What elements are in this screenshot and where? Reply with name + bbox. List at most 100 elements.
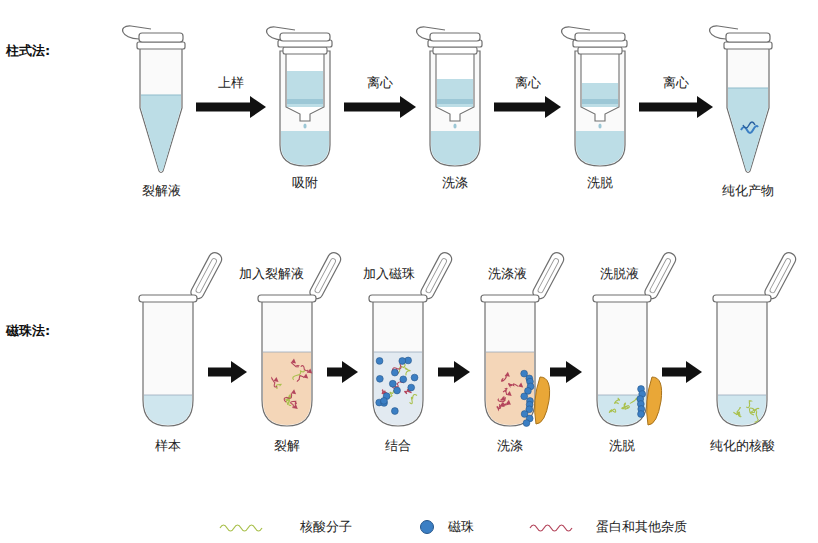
nucleic-strand — [624, 406, 629, 410]
column-rim — [578, 47, 622, 54]
liquid — [718, 395, 766, 425]
bead — [391, 408, 398, 415]
legend-wave — [220, 525, 262, 531]
nucleic-strand — [751, 408, 759, 412]
step-label: 裂解 — [274, 438, 300, 454]
magnet — [647, 377, 662, 425]
tube-rim — [139, 295, 197, 302]
lid-outer — [308, 251, 343, 301]
lid-inner — [769, 258, 791, 294]
tube-node: 洗涤 — [426, 33, 484, 167]
flow-through — [281, 131, 329, 165]
nucleic-strand — [614, 398, 619, 403]
impurity-head — [518, 382, 523, 387]
meniscus — [718, 395, 766, 396]
impurity-head — [506, 400, 511, 405]
drip — [598, 124, 601, 129]
tube-node: 洗涤液洗涤 — [480, 298, 540, 430]
meniscus — [144, 395, 192, 396]
tube-body — [430, 51, 480, 166]
meniscus — [728, 88, 768, 89]
arrow-shaft — [639, 103, 699, 112]
bead — [376, 375, 383, 382]
lid-outer — [643, 251, 678, 301]
tube-rim — [713, 295, 771, 302]
tube-cap — [430, 33, 480, 41]
tube-cap — [280, 33, 330, 41]
tube-body — [575, 51, 625, 166]
liquid — [374, 352, 422, 425]
process-arrow — [327, 361, 358, 383]
tube-body — [140, 48, 182, 173]
nucleic-strand — [733, 408, 740, 415]
arrow-shaft — [662, 368, 688, 377]
arrow-shaft — [327, 368, 344, 377]
step-reagent: 加入裂解液 — [239, 266, 304, 282]
step-label: 纯化产物 — [722, 183, 774, 199]
tube-node: 加入裂解液裂解 — [257, 298, 317, 430]
process-arrow — [639, 96, 713, 118]
liquid — [144, 395, 192, 425]
process-arrow — [662, 361, 702, 383]
liquid — [486, 352, 534, 425]
impurity-head — [291, 358, 296, 363]
arrow-head — [400, 96, 416, 118]
arrow-head — [545, 96, 561, 118]
impurity-head — [274, 377, 279, 382]
process-arrow — [438, 361, 470, 383]
arrow-shaft — [550, 368, 568, 377]
tube-rim — [724, 42, 772, 49]
tube-rim — [481, 295, 539, 302]
impurity-head — [291, 389, 296, 394]
tube-body — [727, 48, 769, 173]
impurity-head — [501, 396, 506, 401]
process-arrow — [196, 96, 266, 118]
meniscus — [141, 95, 181, 96]
impurity-strand — [497, 404, 500, 409]
magnet — [535, 377, 550, 424]
arrow-head — [697, 96, 713, 118]
bead — [394, 387, 401, 394]
impurity-strand — [509, 384, 519, 387]
impurity-strand — [301, 366, 308, 373]
bead — [400, 376, 407, 383]
tube-body — [717, 300, 767, 426]
step-label: 洗涤 — [497, 438, 523, 454]
tube-node: 吸附 — [276, 33, 334, 167]
liquid — [263, 352, 311, 425]
nucleic-strand — [755, 411, 759, 423]
nucleic-strand — [293, 370, 305, 380]
legend-wave — [530, 525, 572, 531]
product-molecule — [743, 122, 755, 128]
open-lid — [643, 251, 678, 301]
nucleic-strand — [749, 408, 756, 415]
open-lid — [419, 251, 454, 301]
tube-rim — [258, 295, 316, 302]
arrow-label: 离心 — [513, 74, 543, 92]
lid-outer — [189, 251, 224, 301]
nucleic-strand — [405, 368, 411, 376]
step-reagent: 洗涤液 — [488, 266, 527, 282]
tube-node: 裂解液 — [136, 33, 186, 175]
arrow-head — [454, 361, 470, 383]
tube-rim — [593, 295, 651, 302]
step-label: 裂解液 — [142, 183, 181, 199]
meniscus — [263, 352, 311, 353]
step-label: 洗脱 — [609, 438, 635, 454]
drip — [303, 124, 306, 129]
tube-node: 纯化产物 — [723, 33, 773, 175]
impurity-head — [303, 374, 308, 379]
nucleic-strand — [286, 396, 290, 405]
arrow-shaft — [438, 368, 456, 377]
arrow-shaft — [344, 103, 402, 112]
column-rim — [433, 47, 477, 54]
arrow-head — [686, 361, 702, 383]
arrow-head — [250, 96, 266, 118]
tube-node: 洗脱液洗脱 — [592, 298, 652, 430]
legend-item: 核酸分子 — [218, 518, 352, 536]
step-label: 纯化的核酸 — [710, 438, 775, 454]
arrow-label: 离心 — [661, 74, 691, 92]
arrow-head — [342, 361, 358, 383]
process-arrow — [208, 361, 247, 383]
